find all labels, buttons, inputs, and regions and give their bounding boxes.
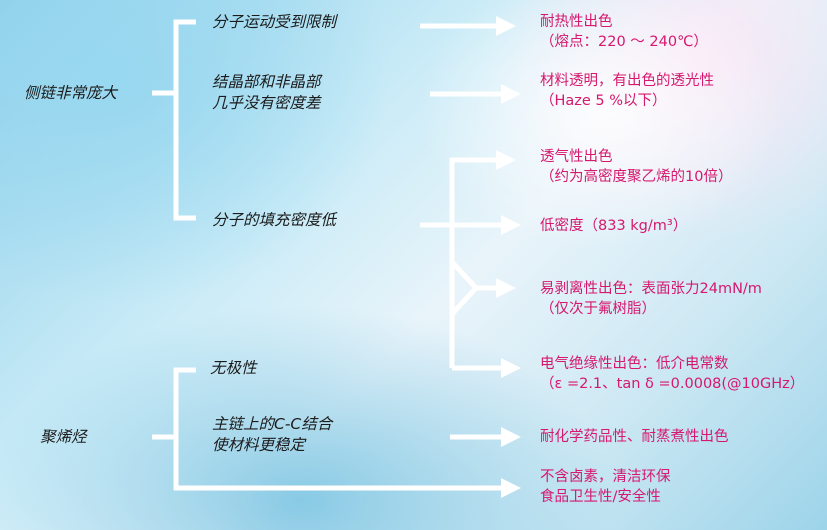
result-electrical-line1: 电气绝缘性出色：低介电常数	[540, 356, 729, 372]
result-safety-line1: 不含卤素，清洁环保	[540, 469, 671, 485]
arrowhead-release	[496, 278, 516, 298]
factor-cc-line2: 使材料更稳定	[212, 436, 306, 454]
result-density: 低密度（833 kg/m³）	[540, 216, 687, 236]
factor-crystal-line1: 结晶部和非晶部	[212, 73, 321, 91]
result-transparency-line1: 材料透明，有出色的透光性	[540, 73, 714, 89]
result-safety: 不含卤素，清洁环保 食品卫生性/安全性	[540, 467, 671, 507]
arrowhead-electrical	[501, 358, 521, 378]
cause-side-chain: 侧链非常庞大	[24, 84, 118, 102]
factor-crystal-line2: 几乎没有密度差	[212, 94, 321, 112]
factor-cc-line1: 主链上的C-C结合	[212, 415, 333, 433]
result-gas-line1: 透气性出色	[540, 149, 613, 165]
result-chemical-line1: 耐化学药品性、耐蒸煮性出色	[540, 429, 729, 445]
bracket-polyolefin	[173, 367, 505, 491]
result-release: 易剥离性出色：表面张力24mN/m （仅次于氟树脂）	[540, 279, 762, 319]
result-safety-line2: 食品卫生性/安全性	[540, 489, 661, 505]
result-release-line1: 易剥离性出色：表面张力24mN/m	[540, 281, 762, 297]
cause-polyolefin: 聚烯烃	[40, 428, 87, 446]
factor-molecular-motion: 分子运动受到限制	[212, 13, 337, 31]
result-transparency-line2: （Haze 5 %以下）	[540, 93, 667, 109]
result-electrical: 电气绝缘性出色：低介电常数 （ε =2.1、tan δ =0.0008(@10G…	[540, 354, 804, 394]
branch-release	[450, 260, 500, 291]
result-density-line1: 低密度（833 kg/m³）	[540, 218, 688, 234]
factor-crystal: 结晶部和非晶部 几乎没有密度差	[212, 72, 321, 114]
result-chemical: 耐化学药品性、耐蒸煮性出色	[540, 427, 729, 447]
result-heat-line2: （熔点：220 ～ 240℃）	[540, 34, 708, 50]
factor-cc-bond: 主链上的C-C结合 使材料更稳定	[212, 414, 332, 456]
result-heat: 耐热性出色 （熔点：220 ～ 240℃）	[540, 12, 708, 52]
arrowhead-gas	[496, 150, 516, 170]
branch-release-lower	[450, 286, 478, 316]
result-transparency: 材料透明，有出色的透光性 （Haze 5 %以下）	[540, 71, 714, 111]
trunk-property	[449, 157, 500, 368]
factor-packing: 分子的填充密度低	[212, 211, 337, 229]
result-gas-line2: （约为高密度聚乙烯的10倍）	[540, 169, 733, 185]
result-gas: 透气性出色 （约为高密度聚乙烯的10倍）	[540, 147, 732, 187]
arrowhead-density	[501, 215, 521, 235]
arrowhead-chemical	[501, 427, 521, 447]
result-release-line2: （仅次于氟树脂）	[540, 301, 656, 317]
arrowhead-transparency	[501, 84, 521, 104]
arrowhead-safety	[501, 478, 521, 498]
result-electrical-line2: （ε =2.1、tan δ =0.0008(@10GHz）	[540, 376, 805, 392]
factor-nonpolar: 无极性	[210, 359, 257, 377]
bracket-side-chain	[173, 19, 196, 221]
result-heat-line1: 耐热性出色	[540, 14, 613, 30]
arrowhead-heat	[496, 16, 516, 36]
